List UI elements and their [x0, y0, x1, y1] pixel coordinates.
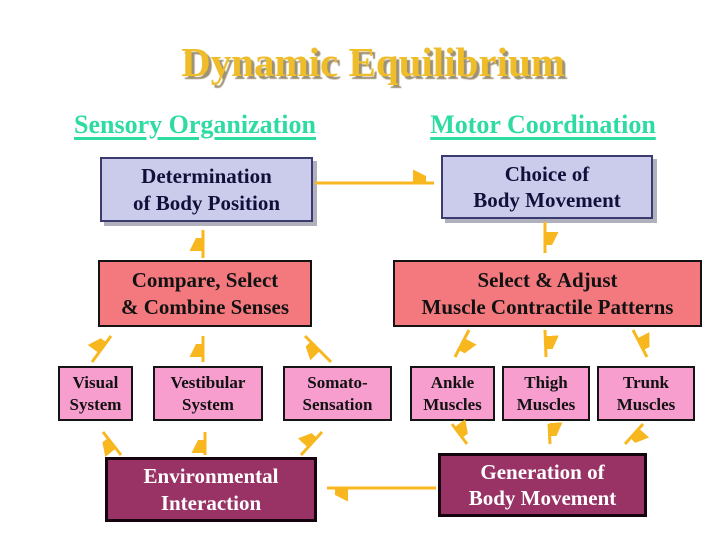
node-ankle-muscles: Ankle Muscles [410, 366, 495, 421]
node-line: Ankle [430, 373, 475, 393]
node-visual-system: Visual System [58, 366, 133, 421]
node-line: Muscle Contractile Patterns [421, 294, 674, 319]
node-line: Vestibular [170, 373, 246, 393]
arrow-somato-to-compare [305, 334, 333, 364]
node-trunk-muscles: Trunk Muscles [597, 366, 695, 421]
node-line: Sensation [302, 394, 373, 414]
node-compare-select-combine-senses: Compare, Select & Combine Senses [98, 260, 312, 327]
arrow-visual-to-compare [92, 336, 113, 363]
arrow-select-to-ankle [453, 329, 469, 358]
node-line: Generation of [480, 459, 605, 484]
slide-title: Dynamic Equilibrium [181, 39, 565, 85]
arrow-select-to-trunk [631, 329, 647, 358]
node-line: Environmental [143, 464, 279, 489]
node-line: of Body Position [132, 190, 281, 215]
node-line: Interaction [160, 490, 262, 515]
node-determination-of-body-position: Determination of Body Position [100, 157, 313, 222]
arrow-trunk-to-generation [623, 422, 643, 444]
heading-motor-coordination: Motor Coordination [430, 110, 656, 139]
node-line: Muscles [516, 394, 576, 414]
node-line: Thigh [524, 373, 568, 393]
node-line: Select & Adjust [477, 268, 618, 293]
arrow-environmental-to-somato [301, 432, 324, 457]
node-line: System [182, 394, 234, 414]
arrow-environmental-to-visual [103, 431, 123, 455]
node-line: Visual [72, 373, 119, 393]
arrow-ankle-to-generation [450, 424, 467, 445]
node-generation-of-body-movement: Generation of Body Movement [438, 453, 647, 517]
arrow-select-to-thigh [543, 329, 546, 358]
node-choice-of-body-movement: Choice of Body Movement [441, 155, 653, 219]
node-select-adjust-muscle-contractile-patterns: Select & Adjust Muscle Contractile Patte… [393, 260, 702, 327]
node-vestibular-system: Vestibular System [153, 366, 263, 421]
node-environmental-interaction: Environmental Interaction [105, 457, 317, 522]
node-somato-sensation: Somato- Sensation [283, 366, 392, 421]
node-line: Choice of [504, 161, 590, 186]
node-line: Compare, Select [131, 268, 279, 293]
node-line: Somato- [307, 373, 368, 393]
node-thigh-muscles: Thigh Muscles [502, 366, 590, 421]
node-line: Muscles [423, 394, 482, 414]
node-line: Muscles [616, 394, 676, 414]
node-line: System [69, 394, 122, 414]
node-line: Body Movement [468, 486, 617, 510]
node-line: Trunk [623, 373, 669, 393]
heading-sensory-organization: Sensory Organization [74, 110, 316, 139]
node-line: & Combine Senses [120, 294, 289, 319]
node-line: Body Movement [473, 188, 621, 212]
arrow-thigh-to-generation [547, 424, 550, 445]
node-line: Determination [141, 164, 272, 189]
